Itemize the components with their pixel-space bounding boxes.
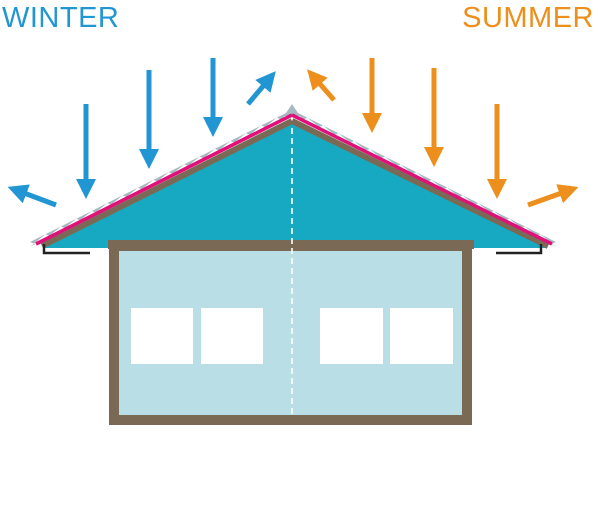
summer-arrows bbox=[307, 58, 579, 208]
window-3 bbox=[320, 308, 383, 364]
window-1 bbox=[131, 308, 193, 364]
roof-tile bbox=[30, 234, 46, 247]
winter-label: WINTER bbox=[2, 2, 120, 34]
roof-tile bbox=[45, 226, 61, 240]
window-2 bbox=[201, 308, 263, 364]
right-gutter bbox=[496, 244, 543, 255]
attic-space bbox=[44, 122, 548, 248]
summer-outgoing-arrow-up bbox=[307, 69, 336, 102]
winter-outgoing-arrow-up bbox=[246, 71, 276, 106]
roof-tile bbox=[199, 148, 215, 162]
roof-tile bbox=[184, 156, 200, 170]
roof-deck bbox=[40, 118, 550, 249]
summer-outgoing-arrow-right bbox=[527, 184, 579, 208]
window-4 bbox=[390, 308, 453, 364]
roof-tile bbox=[509, 218, 525, 232]
roof-tile bbox=[245, 125, 262, 139]
roof-underlay bbox=[35, 113, 553, 246]
room-frame-top bbox=[108, 240, 474, 249]
roof-tile bbox=[230, 133, 246, 147]
winter-arrows bbox=[7, 58, 276, 208]
roof-tile bbox=[122, 187, 138, 201]
summer-label: SUMMER bbox=[462, 2, 594, 34]
left-gutter bbox=[42, 244, 90, 255]
roof-tile bbox=[276, 110, 292, 123]
roof-tile bbox=[137, 179, 154, 193]
roof-tile bbox=[60, 218, 77, 232]
winter-outgoing-arrow-left bbox=[7, 184, 57, 208]
ridge-cap bbox=[284, 104, 300, 116]
